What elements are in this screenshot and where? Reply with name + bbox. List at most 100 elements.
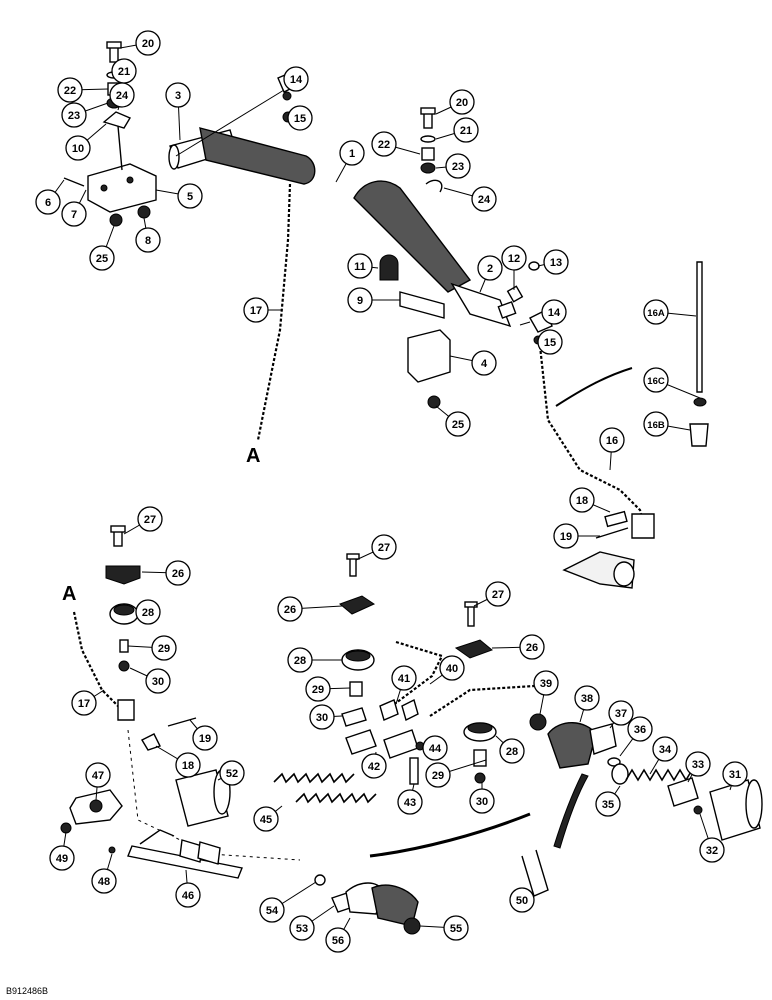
callout-circle	[541, 299, 567, 325]
callout-circle	[533, 670, 559, 696]
callout-circle	[287, 647, 313, 673]
callout-27: 27	[371, 534, 397, 560]
callout-42: 42	[361, 753, 387, 779]
callout-circle	[519, 634, 545, 660]
callout-number: 39	[540, 678, 552, 690]
callout-circle	[259, 897, 285, 923]
callout-number: 33	[692, 759, 704, 771]
reference-code: B912486B	[6, 986, 48, 996]
callout-number: 30	[316, 712, 328, 724]
callout-circle	[608, 700, 634, 726]
callout-circle	[595, 791, 621, 817]
callout-number: 19	[199, 733, 211, 745]
callout-number: 46	[182, 890, 194, 902]
callout-number: 40	[446, 663, 458, 675]
callout-4: 4	[471, 350, 497, 376]
callout-34: 34	[652, 736, 678, 762]
callout-circle	[574, 685, 600, 711]
callout-circle	[135, 599, 161, 625]
callout-circle	[339, 140, 365, 166]
callout-circle	[445, 411, 471, 437]
callout-18: 18	[175, 752, 201, 778]
callout-20: 20	[449, 89, 475, 115]
callout-number: 19	[560, 531, 572, 543]
callout-number: 23	[68, 110, 80, 122]
callout-number: 28	[294, 655, 306, 667]
callout-19: 19	[553, 523, 579, 549]
callout-number: 29	[158, 643, 170, 655]
callout-number: 41	[398, 673, 410, 685]
callout-circle	[49, 845, 75, 871]
callout-circle	[439, 655, 465, 681]
callout-number: 12	[508, 253, 520, 265]
callout-number: 2	[487, 263, 493, 275]
callout-number: 17	[250, 305, 262, 317]
callout-number: 8	[145, 235, 151, 247]
callout-36: 36	[627, 716, 653, 742]
callout-number: 37	[615, 708, 627, 720]
callout-circle	[397, 789, 423, 815]
callout-number: 6	[45, 197, 51, 209]
callout-circle	[253, 806, 279, 832]
callout-number: 49	[56, 853, 68, 865]
callout-46: 46	[175, 882, 201, 908]
callout-number: 30	[476, 796, 488, 808]
callout-number: 14	[548, 307, 561, 319]
callout-number: 42	[368, 761, 380, 773]
callout-circle	[391, 665, 417, 691]
lower-center-assembly	[273, 553, 535, 858]
callout-17: 17	[71, 690, 97, 716]
callout-circle	[165, 82, 191, 108]
callout-27: 27	[137, 506, 163, 532]
callout-circle	[425, 762, 451, 788]
callout-number: 25	[452, 419, 464, 431]
callout-number: 26	[172, 568, 184, 580]
callout-number: 16B	[647, 420, 665, 431]
callout-circle	[89, 245, 115, 271]
callout-13: 13	[543, 249, 569, 275]
callout-number: 35	[602, 799, 614, 811]
callout-circle	[699, 837, 725, 863]
callout-14: 14	[541, 299, 567, 325]
lower-left-assembly	[60, 525, 301, 879]
callout-circle	[643, 299, 669, 325]
callout-number: 13	[550, 257, 562, 269]
callout-circle	[305, 676, 331, 702]
callout-number: 21	[460, 125, 472, 137]
callout-circle	[722, 761, 748, 787]
callout-circle	[361, 753, 387, 779]
callout-28: 28	[135, 599, 161, 625]
callout-22: 22	[57, 77, 83, 103]
callout-circle	[537, 329, 563, 355]
callout-30: 30	[145, 668, 171, 694]
callout-18: 18	[569, 487, 595, 513]
callout-circle	[347, 287, 373, 313]
callout-circle	[685, 751, 711, 777]
callout-number: 16C	[647, 376, 665, 387]
callout-number: 26	[284, 604, 296, 616]
callout-20: 20	[135, 30, 161, 56]
callout-circle	[135, 30, 161, 56]
callout-25: 25	[89, 245, 115, 271]
callout-number: 38	[581, 693, 593, 705]
callout-44: 44	[422, 735, 448, 761]
callout-number: 27	[492, 589, 504, 601]
callout-number: 54	[266, 905, 279, 917]
callout-circle	[243, 297, 269, 323]
callout-number: 17	[78, 698, 90, 710]
callout-number: 52	[226, 768, 238, 780]
callout-number: 24	[116, 90, 129, 102]
callout-16B: 16B	[643, 411, 669, 437]
callout-circle	[65, 135, 91, 161]
callout-circle	[553, 523, 579, 549]
callout-number: 47	[92, 770, 104, 782]
callout-number: 4	[481, 358, 488, 370]
callout-circle	[135, 227, 161, 253]
callout-number: 25	[96, 253, 108, 265]
callout-5: 5	[177, 183, 203, 209]
connection-label-upper: A	[246, 445, 260, 467]
callout-15: 15	[287, 105, 313, 131]
callout-circle	[71, 690, 97, 716]
callout-circle	[175, 882, 201, 908]
callout-37: 37	[608, 700, 634, 726]
